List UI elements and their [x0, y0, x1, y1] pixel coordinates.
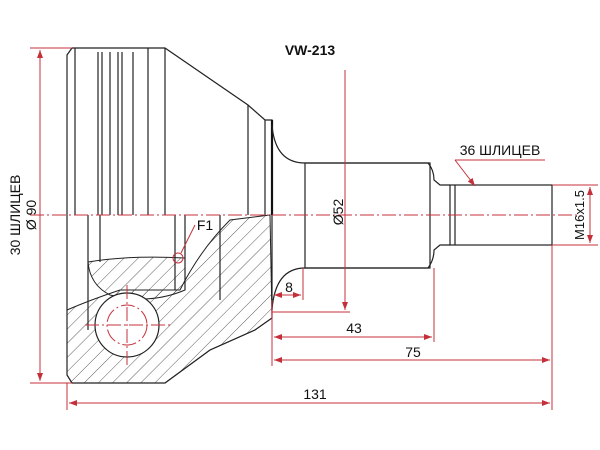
dim-8-label: 8	[285, 279, 293, 295]
detail-f1-marker	[172, 252, 184, 264]
housing	[66, 47, 274, 384]
outer-diameter-label: Ø 90	[23, 200, 39, 231]
right-splines-label: 36 ШЛИЦЕВ	[460, 142, 541, 158]
left-splines-label: 30 ШЛИЦЕВ	[7, 175, 23, 256]
detail-f1-label: F1	[197, 217, 214, 233]
thread-label: M16x1.5	[572, 190, 587, 240]
part-number-title: VW-213	[285, 42, 336, 58]
dimensions	[30, 47, 598, 410]
dim-43-label: 43	[346, 320, 362, 336]
shaft-diameter-label: Ø52	[330, 199, 346, 226]
dim-75-label: 75	[405, 344, 421, 360]
dim-131-label: 131	[303, 386, 327, 402]
